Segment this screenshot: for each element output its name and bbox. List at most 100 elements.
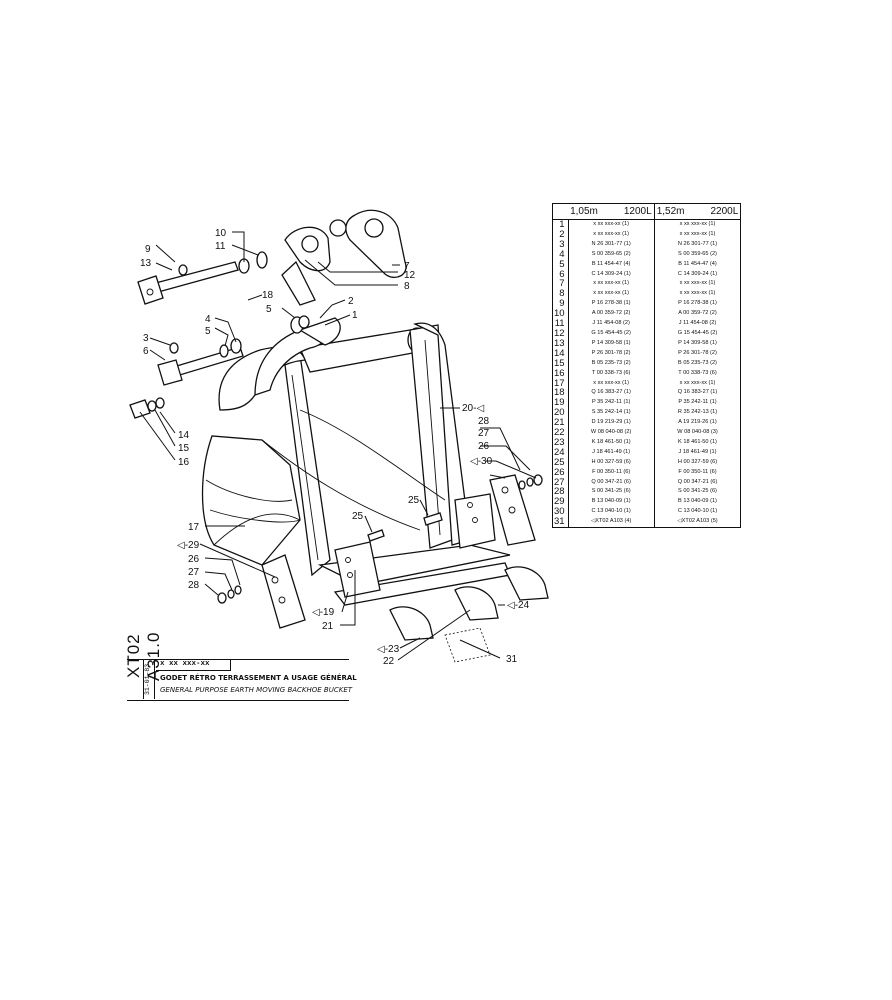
pin-6 <box>157 315 310 386</box>
row-part-1200l: D 19 219-29 (1) <box>568 418 655 429</box>
callout-23: ◁-23 <box>377 644 400 655</box>
callout-25: 25 <box>352 511 364 522</box>
row-part-2200l: A 19 219-26 (1) <box>678 419 717 426</box>
row-index: 9 <box>552 299 569 310</box>
callout-4: 4 <box>205 314 211 325</box>
row-part-1200l: x xx xxx-xx (1) <box>568 378 655 389</box>
callout-12: 12 <box>404 270 416 281</box>
callout-13: 13 <box>140 258 152 269</box>
row-index: 20 <box>552 408 569 419</box>
row-part-1200l: W 08 040-08 (2) <box>568 428 655 438</box>
row-index: 11 <box>552 319 569 329</box>
callout-21: 21 <box>322 621 334 632</box>
callout-5: 5 <box>266 304 272 315</box>
row-index: 22 <box>552 428 569 438</box>
row-part-2200l: x xx xxx-xx (1) <box>679 379 716 386</box>
document-code: x xx xxx-xx <box>156 659 231 671</box>
bolts-25 <box>367 512 443 542</box>
row-part-2200l: J 11 454-08 (2) <box>678 320 717 327</box>
side-cutter-29 <box>217 554 306 629</box>
row-index: 24 <box>552 447 569 458</box>
callout-30: ◁-30 <box>470 456 493 467</box>
row-part-1200l: J 18 461-49 (1) <box>568 447 655 458</box>
teeth-adapters <box>389 566 549 663</box>
row-part-2200l: P 14 309-58 (1) <box>678 339 717 346</box>
callout-labels: 1 2 3 4 5 5 6 7 8 9 10 11 12 13 14 15 16… <box>140 228 530 667</box>
row-part-2200l: F 00 350-11 (6) <box>678 468 717 475</box>
title-english: GENERAL PURPOSE EARTH MOVING BACKHOE BUC… <box>160 686 353 694</box>
row-part-1200l: x xx xxx-xx (1) <box>568 289 655 300</box>
row-part-1200l: C 13 040-10 (1) <box>568 507 655 518</box>
row-index: 3 <box>552 239 569 250</box>
title-block <box>127 659 349 701</box>
bucket-body <box>201 322 511 606</box>
callout-24: ◁-24 <box>507 600 530 611</box>
row-part-1200l: K 18 461-50 (1) <box>568 437 655 448</box>
callout-8: 8 <box>404 281 410 292</box>
side-cutter-30 <box>489 474 543 546</box>
row-part-1200l: G 15 454-45 (2) <box>568 328 655 339</box>
callout-5: 5 <box>205 326 211 337</box>
row-index: 1 <box>552 219 569 230</box>
row-part-2200l: P 35 242-11 (1) <box>678 399 717 406</box>
callout-2: 2 <box>348 296 354 307</box>
row-part-1200l: J 11 454-08 (2) <box>568 319 655 329</box>
row-part-1200l: P 16 278-38 (1) <box>568 299 655 310</box>
row-part-2200l: P 26 301-78 (2) <box>678 349 717 356</box>
row-part-1200l: S 00 341-25 (6) <box>568 487 655 498</box>
callout-28: 28 <box>478 416 490 427</box>
row-part-1200l: x xx xxx-xx (1) <box>568 229 655 240</box>
row-index: 12 <box>552 329 569 339</box>
row-part-2200l: x xx xxx-xx (1) <box>679 280 716 287</box>
callout-10: 10 <box>215 228 227 239</box>
row-part-1200l: x xx xxx-xx (1) <box>568 219 655 230</box>
callout-27: 27 <box>478 428 490 439</box>
callout-16: 16 <box>178 457 190 468</box>
row-index: 21 <box>552 418 569 429</box>
row-index: 16 <box>552 368 569 379</box>
table-header-index <box>552 203 569 220</box>
row-index: 5 <box>552 259 569 270</box>
row-index: 27 <box>552 477 569 488</box>
callout-11: 11 <box>215 241 226 252</box>
link-assembly <box>281 209 407 306</box>
row-index: 28 <box>552 487 569 498</box>
callout-14: 14 <box>178 430 190 441</box>
pin-13 <box>137 251 268 305</box>
callout-3: 3 <box>143 333 149 344</box>
row-part-1200l: P 14 309-58 (1) <box>568 338 655 349</box>
row-index: 25 <box>552 457 569 468</box>
row-part-2200l: C 13 040-10 (1) <box>677 508 718 515</box>
callout-25: 25 <box>408 495 420 506</box>
row-index: 7 <box>552 279 569 290</box>
row-part-1200l: Q 16 383-27 (1) <box>568 388 655 399</box>
row-part-1200l: P 35 242-11 (1) <box>568 398 655 409</box>
row-index: 19 <box>552 398 569 409</box>
row-index: 2 <box>552 230 569 240</box>
row-index: 8 <box>552 289 569 300</box>
row-part-1200l: B 11 454-47 (4) <box>568 259 655 270</box>
col1-size: 1,05m <box>570 206 598 217</box>
row-part-1200l: S 35 242-14 (1) <box>568 408 655 419</box>
row-index: 15 <box>552 358 569 369</box>
